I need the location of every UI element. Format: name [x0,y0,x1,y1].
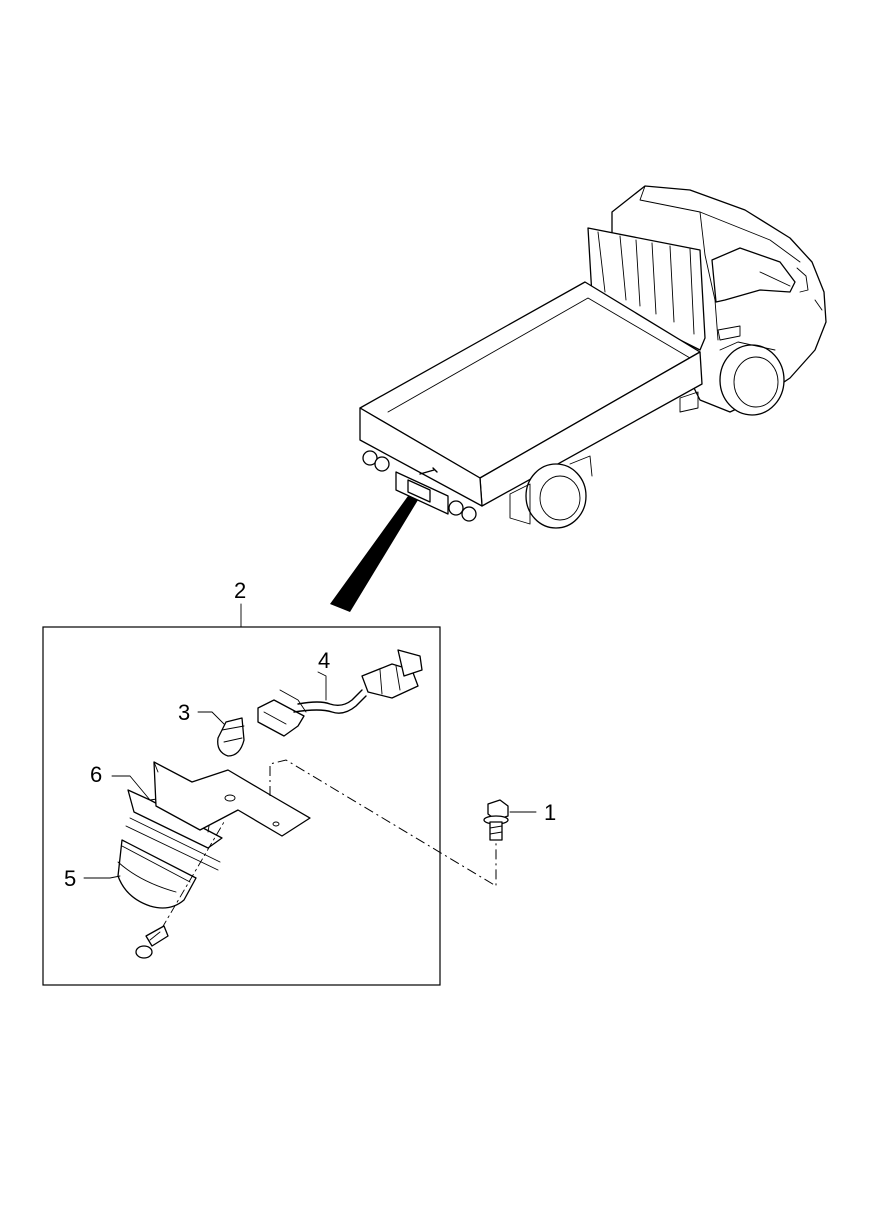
truck-rear-wheel [525,463,587,529]
assembly-dashed-line [269,759,497,887]
callout-2: 2 [234,578,246,603]
leader-line-3 [197,711,225,725]
leader-line-4 [317,671,327,701]
socket-wiring-part [257,649,423,737]
leader-line-6 [111,775,151,801]
truck-rear-panel [359,407,483,507]
callout-3: 3 [178,700,190,725]
leader-line-5 [83,875,121,879]
lens-gasket-part [125,789,223,871]
callout-6: 6 [90,762,102,787]
mounting-bracket [153,761,311,837]
location-pointer-arrow [330,496,418,612]
flange-bolt-part [483,799,509,841]
assembly-box [42,626,441,986]
callout-4: 4 [318,648,330,673]
callout-1: 1 [544,800,556,825]
truck-rear-lamp-right [448,500,464,516]
lamp-housing-part [117,839,197,909]
truck-front-wheel [719,344,785,416]
small-screw [135,821,225,959]
truck-rear-lamp-left [362,450,378,466]
callout-5: 5 [64,866,76,891]
truck-headboard [587,227,706,351]
truck-illustration [359,185,827,529]
truck-side-window [711,247,796,303]
bulb-part [217,717,245,757]
